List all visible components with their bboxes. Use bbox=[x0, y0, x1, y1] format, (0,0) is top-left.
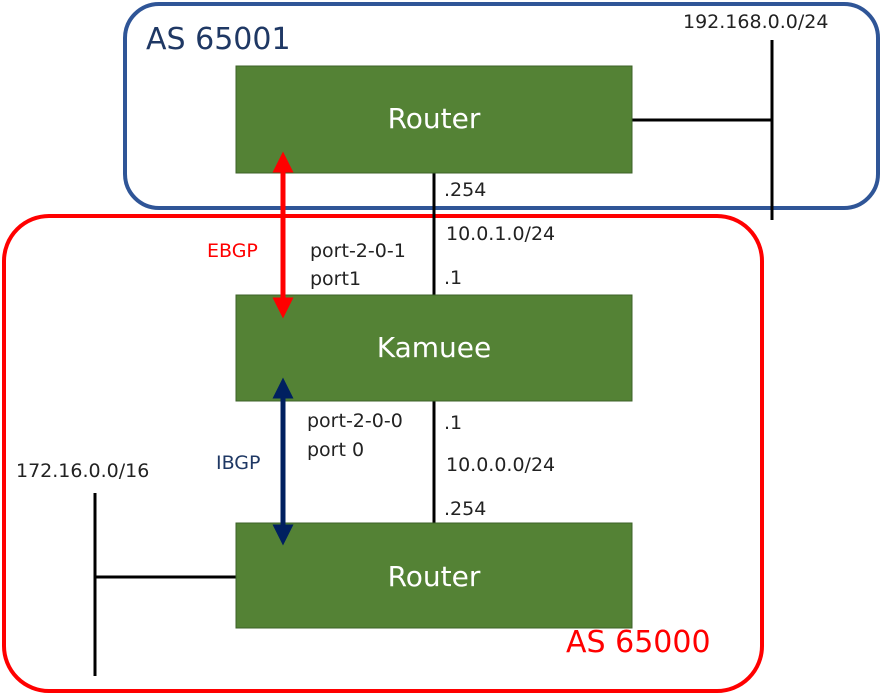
lan-top-network-label: 192.168.0.0/24 bbox=[683, 11, 828, 33]
ibgp-label: IBGP bbox=[216, 452, 261, 474]
kamuee-label: Kamuee bbox=[377, 331, 492, 364]
kamuee-upper-address: .1 bbox=[444, 267, 462, 289]
router-top-label: Router bbox=[388, 102, 481, 135]
upper-port-name: port-2-0-1 bbox=[310, 240, 406, 262]
router-bottom-box bbox=[235, 522, 633, 629]
kamuee-lower-address: .1 bbox=[444, 412, 462, 434]
router-top-address: .254 bbox=[444, 179, 486, 201]
as-65001-boundary bbox=[123, 2, 880, 210]
as-65001-label: AS 65001 bbox=[146, 22, 291, 57]
link-upper-network-label: 10.0.1.0/24 bbox=[446, 223, 555, 245]
router-bottom-label: Router bbox=[388, 560, 481, 593]
as-65000-label: AS 65000 bbox=[566, 625, 711, 660]
upper-port-alias: port1 bbox=[310, 268, 361, 290]
lower-port-alias: port 0 bbox=[307, 439, 364, 461]
router-bottom-address: .254 bbox=[444, 498, 486, 520]
router-top-box bbox=[235, 65, 633, 174]
as-65000-boundary bbox=[2, 214, 764, 693]
ebgp-label: EBGP bbox=[207, 240, 258, 262]
lan-bottom-network-label: 172.16.0.0/16 bbox=[16, 460, 149, 482]
link-lower-network-label: 10.0.0.0/24 bbox=[446, 454, 555, 476]
lower-port-name: port-2-0-0 bbox=[307, 410, 403, 432]
kamuee-box bbox=[235, 294, 633, 402]
